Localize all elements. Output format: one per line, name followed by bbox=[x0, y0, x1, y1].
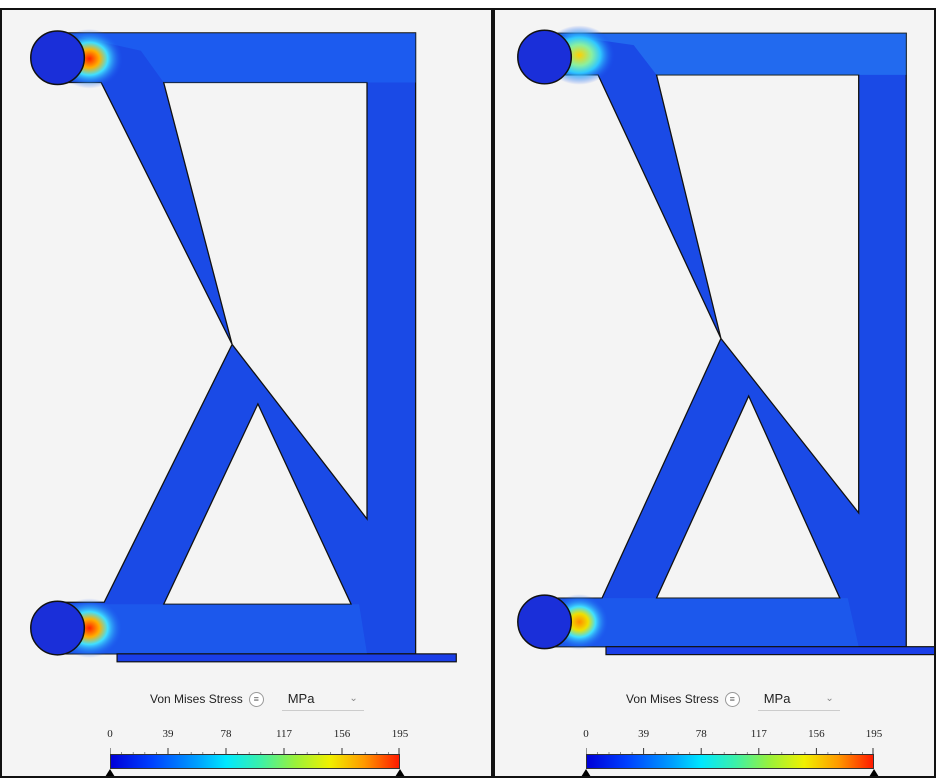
pin-bottom bbox=[30, 600, 86, 656]
tick-label: 39 bbox=[638, 728, 650, 740]
pin-top bbox=[517, 29, 573, 85]
tick-label: 0 bbox=[107, 728, 113, 740]
chevron-down-icon: ⌄ bbox=[825, 693, 834, 704]
tick-label: 156 bbox=[333, 728, 351, 740]
field-label: Von Mises Stress bbox=[150, 692, 243, 706]
unit-value: MPa bbox=[287, 691, 315, 706]
range-max-handle[interactable] bbox=[395, 769, 405, 776]
bracket-model-left[interactable] bbox=[2, 10, 491, 776]
viewport-right[interactable]: Von Mises Stress ≡ MPa ⌄ 0 39 78 117 156… bbox=[493, 8, 936, 778]
tick-label: 78 bbox=[220, 728, 232, 740]
range-min-handle[interactable] bbox=[581, 769, 591, 776]
field-label: Von Mises Stress bbox=[626, 692, 719, 706]
bracket-body bbox=[549, 32, 907, 648]
range-max-handle[interactable] bbox=[869, 769, 879, 776]
info-icon[interactable]: ≡ bbox=[724, 691, 740, 707]
bracket-model-right[interactable] bbox=[495, 10, 934, 776]
tick-label: 195 bbox=[391, 728, 409, 740]
tick-label: 78 bbox=[695, 728, 707, 740]
unit-value: MPa bbox=[763, 691, 791, 706]
result-field-row: Von Mises Stress ≡ MPa ⌄ bbox=[150, 686, 364, 712]
info-icon[interactable]: ≡ bbox=[248, 691, 264, 707]
tick-label: 39 bbox=[162, 728, 174, 740]
viewport-left[interactable]: Von Mises Stress ≡ MPa ⌄ 0 39 78 117 156… bbox=[0, 8, 493, 778]
unit-dropdown[interactable]: MPa ⌄ bbox=[281, 688, 364, 711]
pin-bottom bbox=[517, 594, 573, 650]
pin-top bbox=[30, 30, 86, 86]
base-plate bbox=[605, 646, 934, 656]
tick-label: 117 bbox=[750, 728, 767, 740]
base-plate bbox=[116, 653, 457, 663]
tick-label: 156 bbox=[808, 728, 825, 740]
result-field-row: Von Mises Stress ≡ MPa ⌄ bbox=[626, 686, 840, 712]
bracket-body bbox=[60, 32, 417, 655]
unit-dropdown[interactable]: MPa ⌄ bbox=[757, 688, 840, 711]
tick-label: 195 bbox=[865, 728, 883, 740]
tick-label: 117 bbox=[275, 728, 293, 740]
chevron-down-icon: ⌄ bbox=[349, 693, 358, 704]
tick-label: 0 bbox=[583, 728, 589, 740]
range-min-handle[interactable] bbox=[105, 769, 115, 776]
